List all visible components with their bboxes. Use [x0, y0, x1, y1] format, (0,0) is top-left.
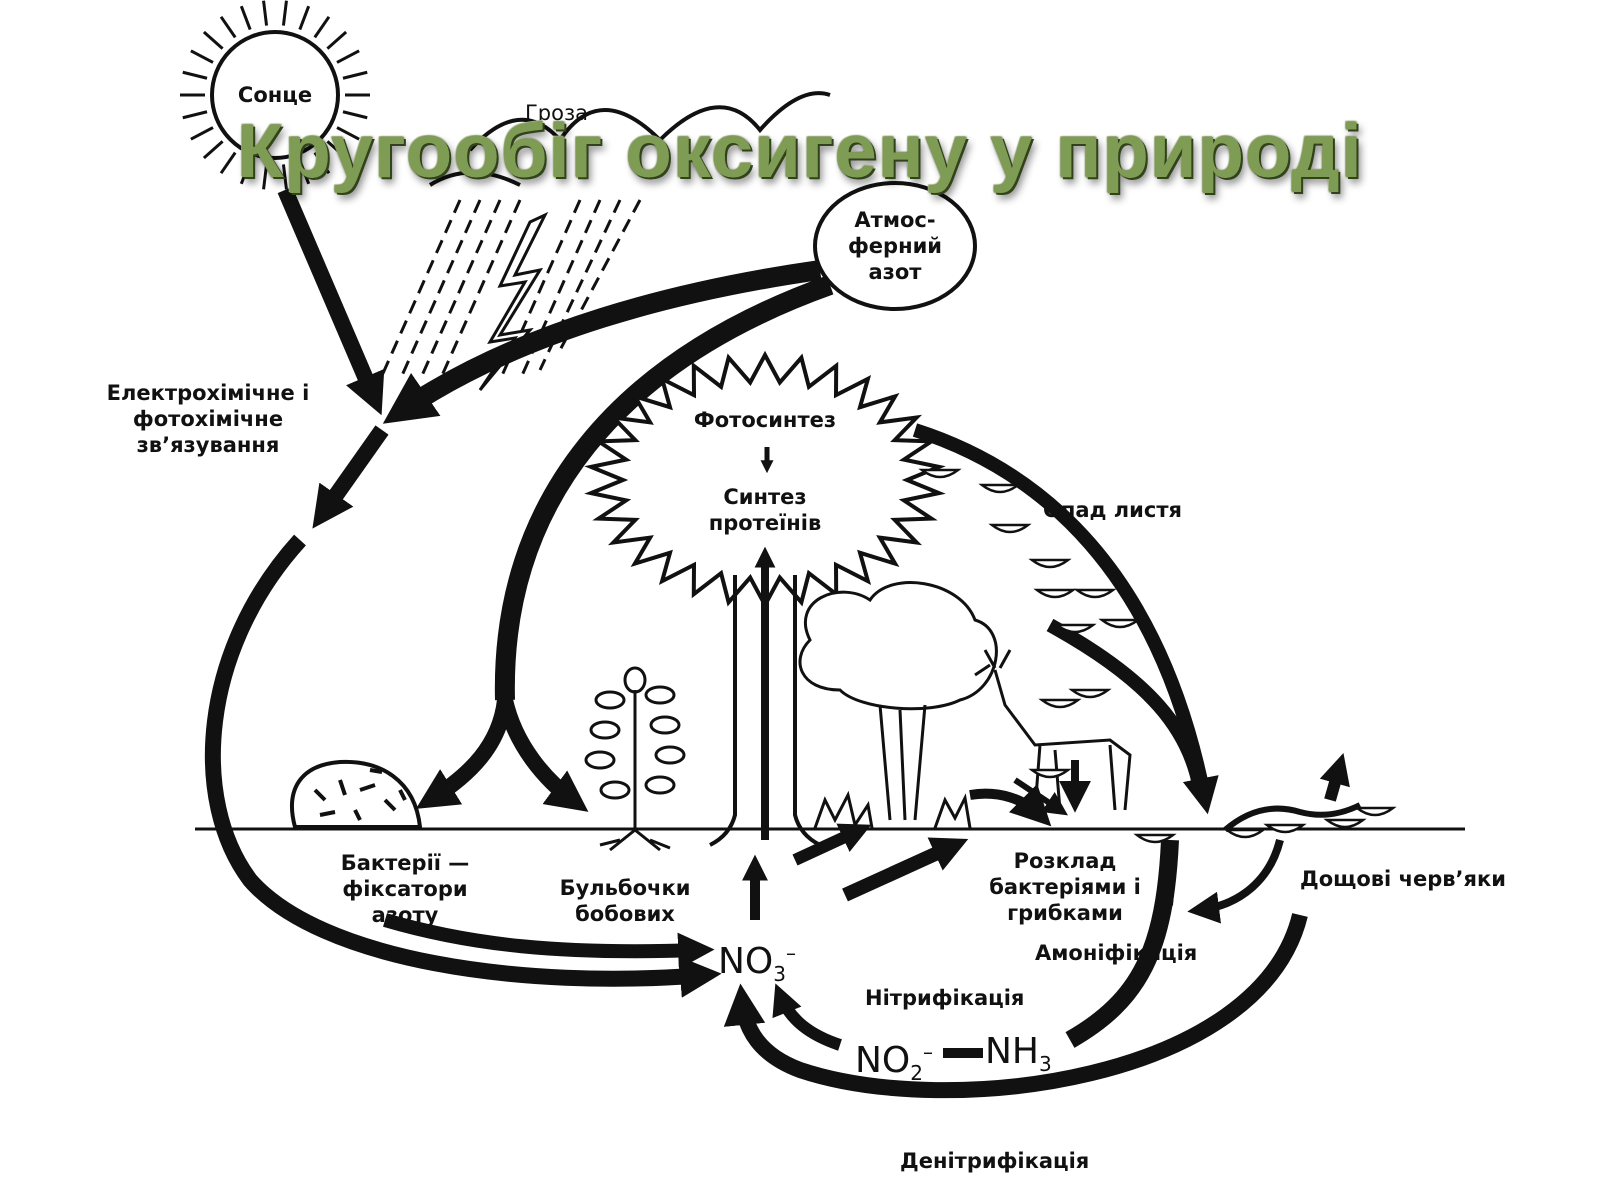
atmosphere-down-arrow	[494, 275, 834, 701]
atmospheric-nitrogen-label: Атмос- ферний азот	[847, 208, 943, 284]
outer-left-loop-arrow	[204, 534, 722, 998]
bacteria-to-nitrate-arrow	[383, 913, 715, 969]
denitrification-arrow	[723, 913, 1308, 1099]
protein-synthesis-label: Синтез протеїнів	[708, 485, 822, 535]
ammonia-formula: NH3	[985, 1031, 1052, 1077]
animal-waste-arrow	[1046, 618, 1207, 792]
leaf-fall-arc-arrow	[912, 423, 1219, 815]
ammonification-down-arrow	[1157, 844, 1178, 906]
electrochemical-label: Електрохімічне і фотохімічне зв’язування	[106, 381, 310, 457]
bacteria-icon	[290, 759, 423, 829]
nodules-label: Бульбочки бобових	[559, 876, 691, 926]
tree-trunk	[709, 546, 821, 847]
to-bacteria-arrow	[415, 698, 513, 809]
sun-icon	[180, 0, 370, 190]
falling-leaves-icon	[918, 468, 1397, 844]
atmospheric-nitrogen-oval	[813, 181, 977, 311]
denitrification-label: Денітрифікація	[900, 1149, 1090, 1173]
storm-cloud-icon	[428, 91, 831, 187]
nitrification-arrow	[772, 983, 842, 1051]
fixation-down-arrow	[312, 425, 389, 529]
nitrate-formula: NO3–	[718, 941, 796, 987]
page-title: Кругообіг оксигену у природі	[237, 109, 1363, 194]
nitrite-formula: NO2–	[855, 1040, 933, 1086]
roots-uptake-arrow-1	[792, 823, 872, 866]
grass-icon	[813, 790, 972, 829]
worm-up-arrow	[1319, 753, 1350, 802]
deer-icon	[974, 649, 1132, 811]
sun-to-fixation-arrow	[277, 186, 385, 416]
bush-icon	[798, 581, 998, 821]
ammonification-label: Амоніфікація	[1035, 941, 1198, 965]
earthworm-return-arrow	[1187, 838, 1284, 924]
roots-uptake-arrow-2	[842, 837, 969, 902]
bacteria-label: Бактерії — фіксатори азоту	[340, 851, 470, 927]
earthworm-icon	[1223, 802, 1362, 833]
earthworms-label: Дощові черв’яки	[1300, 867, 1506, 891]
photosynthesis-label: Фотосинтез	[693, 408, 837, 432]
to-nodules-arrow	[497, 698, 589, 812]
decomposition-label: Розклад бактеріями і грибками	[989, 849, 1141, 925]
sun-label: Сонце	[237, 83, 313, 107]
nitrification-label: Нітрифікація	[865, 986, 1025, 1010]
storm-label: Гроза	[525, 101, 589, 125]
atmosphere-to-fixation-arrow	[382, 260, 822, 424]
decomposition-arrow	[969, 783, 1052, 827]
nitrite-ammonia-link	[943, 1048, 983, 1058]
leaf-fall-label: Опад листя	[1043, 498, 1183, 522]
legume-plant-icon	[584, 666, 686, 852]
